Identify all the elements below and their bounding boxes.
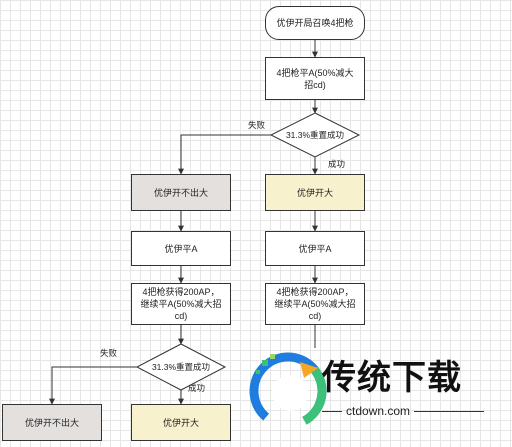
- success-box-2: 优伊开大: [131, 404, 231, 441]
- decision1-text: 31.3%重置成功: [285, 130, 345, 140]
- success-box-1: 优伊开大: [265, 174, 365, 211]
- watermark-title: 传统下载: [322, 358, 462, 398]
- edge-label-fail2: 失败: [100, 348, 118, 358]
- watermark-url: ctdown.com: [346, 404, 411, 418]
- edge-decision1-fail: [178, 134, 271, 175]
- decision-diamond-2: [135, 343, 227, 391]
- left-gain-node: 4把枪获得200AP，继续平A(50%减大招cd): [131, 283, 231, 325]
- decision-diamond-1: [269, 112, 361, 158]
- watermark-logo-icon: [249, 352, 327, 430]
- watermark-line-left: [322, 411, 342, 412]
- edge-label-success2: 成功: [188, 383, 206, 393]
- decision2-text: 31.3%重置成功: [151, 362, 211, 372]
- right-gain-node: 4把枪获得200AP，继续平A(50%减大招cd): [265, 283, 365, 325]
- watermark-line-right: [414, 411, 484, 412]
- shoot-node: 4把枪平A(50%减大招cd): [265, 57, 365, 100]
- left-attack-node: 优伊平A: [131, 231, 231, 266]
- right-attack-node: 优伊平A: [265, 231, 365, 266]
- fail-box-1: 优伊开不出大: [131, 174, 231, 211]
- fail-box-2: 优伊开不出大: [2, 404, 102, 441]
- watermark: 传统下载 ctdown.com: [238, 350, 510, 430]
- edge-decision2-fail: [49, 366, 137, 405]
- edge-label-fail1: 失败: [248, 120, 266, 130]
- edge-label-success1: 成功: [328, 159, 346, 169]
- start-node: 优伊开局召唤4把枪: [265, 6, 365, 40]
